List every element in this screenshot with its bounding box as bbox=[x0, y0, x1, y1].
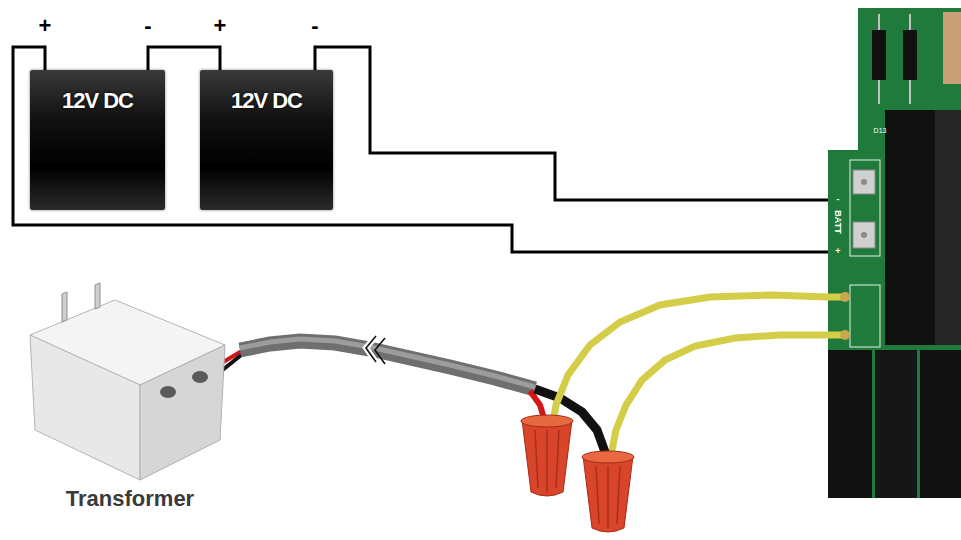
battery-box: 12V DC bbox=[200, 70, 333, 210]
transformer-plug bbox=[30, 283, 225, 480]
battery-wire bbox=[13, 47, 828, 252]
solder-pad bbox=[840, 292, 850, 302]
board-silkscreen: BATT bbox=[833, 210, 843, 233]
relay bbox=[935, 110, 961, 345]
battery-jumper bbox=[148, 47, 220, 70]
terminal-hole bbox=[861, 179, 867, 185]
battery-wire bbox=[315, 47, 828, 200]
device-label: Transformer bbox=[20, 486, 240, 512]
yellow-wire-end bbox=[828, 294, 842, 301]
break-mark bbox=[366, 336, 385, 364]
nut-ribs bbox=[596, 466, 620, 528]
relay bbox=[920, 350, 961, 498]
yellow-wire bbox=[550, 295, 828, 440]
resistor bbox=[943, 12, 961, 84]
diode bbox=[903, 30, 917, 80]
diode bbox=[872, 30, 886, 80]
circuit-board: BATT bbox=[828, 8, 961, 498]
wire-nut bbox=[521, 415, 573, 496]
cable bbox=[240, 336, 535, 389]
terminal-sign: + bbox=[835, 246, 840, 256]
nut-body bbox=[583, 456, 633, 532]
part-reference: D13 bbox=[874, 127, 887, 135]
nut-rim bbox=[582, 451, 634, 463]
terminal-sign: - bbox=[311, 14, 318, 38]
prong bbox=[62, 292, 67, 322]
terminal-sign: - bbox=[144, 14, 151, 38]
wire-nut bbox=[582, 451, 634, 532]
nut-body bbox=[522, 420, 572, 496]
yellow-wire-end bbox=[828, 332, 842, 339]
yellow-lead bbox=[550, 295, 828, 440]
solder-pad bbox=[840, 330, 850, 340]
battery-label: 12V DC bbox=[62, 70, 133, 114]
nut-rim bbox=[521, 415, 573, 427]
prong bbox=[95, 283, 100, 309]
terminal-sign: + bbox=[214, 14, 227, 38]
plug-right bbox=[140, 345, 225, 480]
pcb-ground bbox=[828, 8, 961, 498]
transformer: Transformer bbox=[20, 280, 240, 530]
relay bbox=[875, 350, 917, 498]
nut-ribs bbox=[535, 430, 559, 492]
relay bbox=[885, 110, 935, 345]
cable-shine bbox=[240, 339, 535, 387]
battery-label: 12V DC bbox=[231, 70, 302, 114]
battery-box: 12V DC bbox=[30, 70, 165, 210]
silkscreen-box bbox=[850, 160, 880, 256]
spade-terminal bbox=[853, 170, 875, 194]
plug-left bbox=[30, 335, 140, 480]
silkscreen-box bbox=[850, 285, 880, 347]
spade-terminal bbox=[853, 222, 875, 248]
terminal-sign: - bbox=[837, 194, 840, 204]
terminal-sign: + bbox=[39, 14, 52, 38]
terminal-hole bbox=[861, 232, 867, 238]
cable-jacket bbox=[240, 341, 535, 389]
pcb bbox=[828, 8, 961, 498]
screw bbox=[192, 371, 208, 383]
screw bbox=[160, 386, 176, 398]
relay bbox=[828, 350, 872, 498]
